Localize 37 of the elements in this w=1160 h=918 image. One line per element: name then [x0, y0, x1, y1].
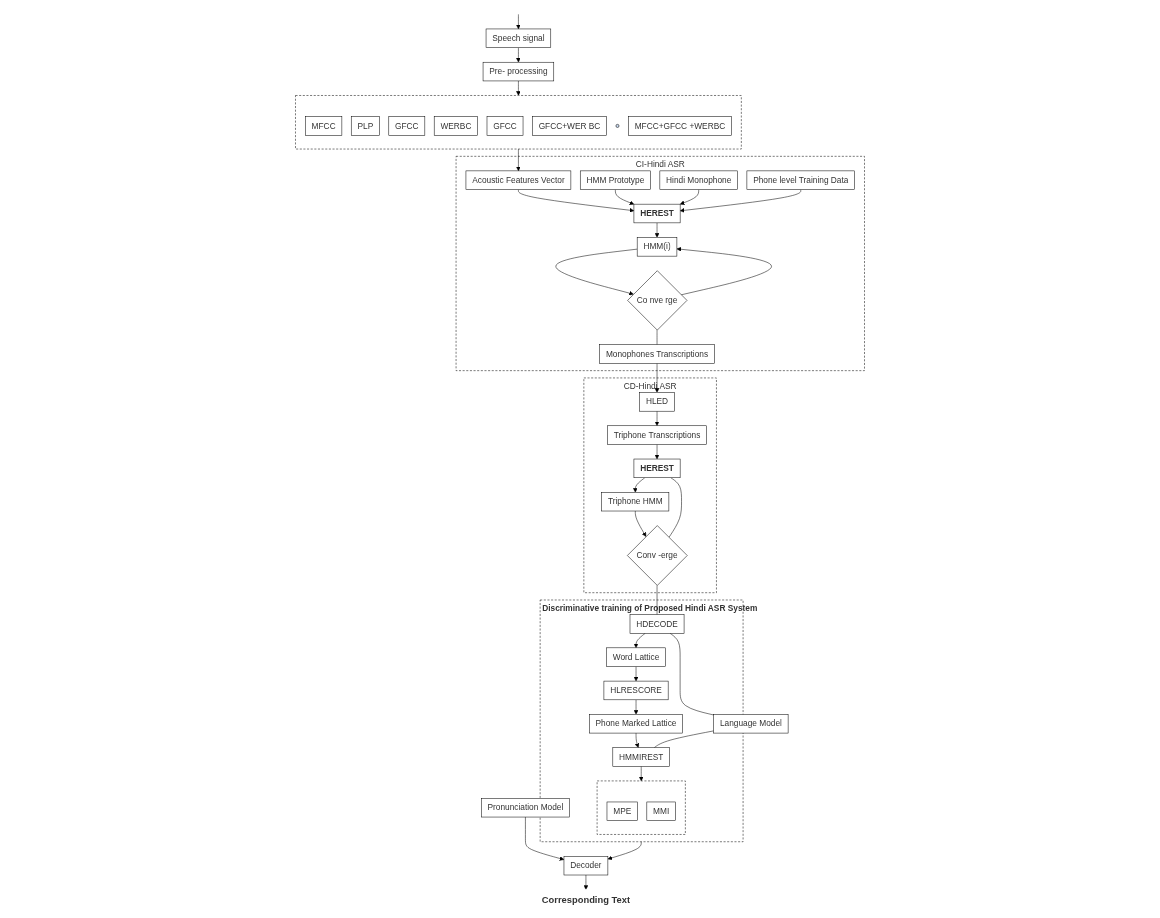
node-box: Phone level Training Data [746, 170, 855, 190]
connector [669, 633, 714, 716]
node-box: PLP [350, 116, 380, 136]
node-box: Acoustic Features Vector [465, 170, 572, 190]
node-box: HDECODE [629, 614, 685, 634]
node-box: Triphone HMM [601, 492, 670, 512]
node-box: MFCC [305, 116, 343, 136]
node-diamond: Conv -erge [627, 525, 688, 586]
node-box: Language Model [713, 714, 789, 734]
node-box: HEREST [633, 203, 681, 224]
node-box: Word Lattice [606, 647, 666, 667]
cluster [596, 780, 686, 835]
node-diamond: Co nve rge [627, 270, 688, 331]
node-box: HMM Prototype [580, 170, 651, 190]
node-box: Hindi Monophone [659, 170, 738, 190]
node-box: WERBC [433, 116, 478, 136]
node-box: MMI [646, 801, 676, 821]
node-box: HMMIREST [612, 747, 670, 767]
node-box: GFCC [486, 116, 524, 136]
node-box: MPE [606, 801, 638, 821]
node-box: Monophones Transcriptions [599, 344, 715, 364]
node-box: HEREST [633, 458, 681, 478]
node-box: Pronunciation Model [481, 798, 570, 818]
node-text: Corresponding Text [541, 894, 631, 905]
node-box: Decoder [563, 856, 609, 876]
node-box: Pre- processing [482, 61, 555, 82]
node-box: GFCC+WER BC [532, 116, 607, 136]
node-box: Phone Marked Lattice [589, 714, 683, 734]
node-box: GFCC [388, 116, 426, 136]
node-box: Speech signal [485, 28, 552, 48]
node-box: HLRESCORE [603, 680, 669, 701]
node-box: HLED [639, 392, 675, 412]
node-box: HMM(i) [636, 237, 678, 257]
node-circle [615, 124, 620, 128]
node-box: MFCC+GFCC +WERBC [628, 116, 732, 136]
node-box: Triphone Transcriptions [607, 425, 707, 445]
cluster [295, 95, 742, 150]
